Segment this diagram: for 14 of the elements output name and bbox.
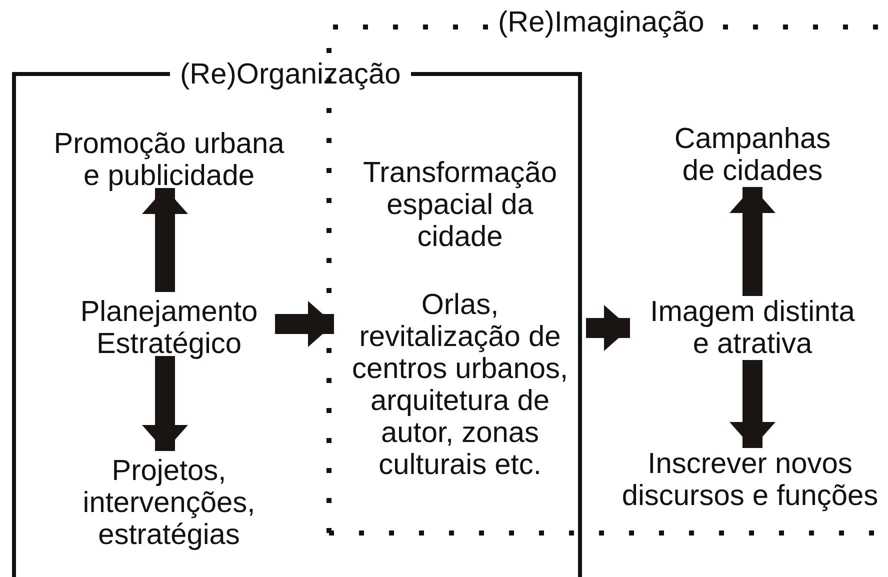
node-text: Transformação espacial da cidade xyxy=(362,157,558,253)
node-text: Orlas, revitalização de centros urbanos, arquitetura de autor, zonas culturais etc. xyxy=(351,289,570,481)
node-text: Planejamento Estratégico xyxy=(59,296,279,360)
block-arrow xyxy=(730,187,776,296)
block-arrow xyxy=(586,305,630,351)
node-text: Projetos, intervenções, estratégias xyxy=(49,455,289,551)
node-text: Imagem distinta e atrativa xyxy=(630,296,875,360)
block-arrow xyxy=(142,356,188,451)
block-arrow xyxy=(730,360,776,448)
node-text: Promoção urbana e publicidade xyxy=(49,128,289,192)
node-text: Inscrever novos discursos e funções xyxy=(612,448,888,512)
block-arrow xyxy=(142,188,188,292)
block-arrow xyxy=(275,301,334,347)
node-text: Campanhas de cidades xyxy=(640,123,865,187)
